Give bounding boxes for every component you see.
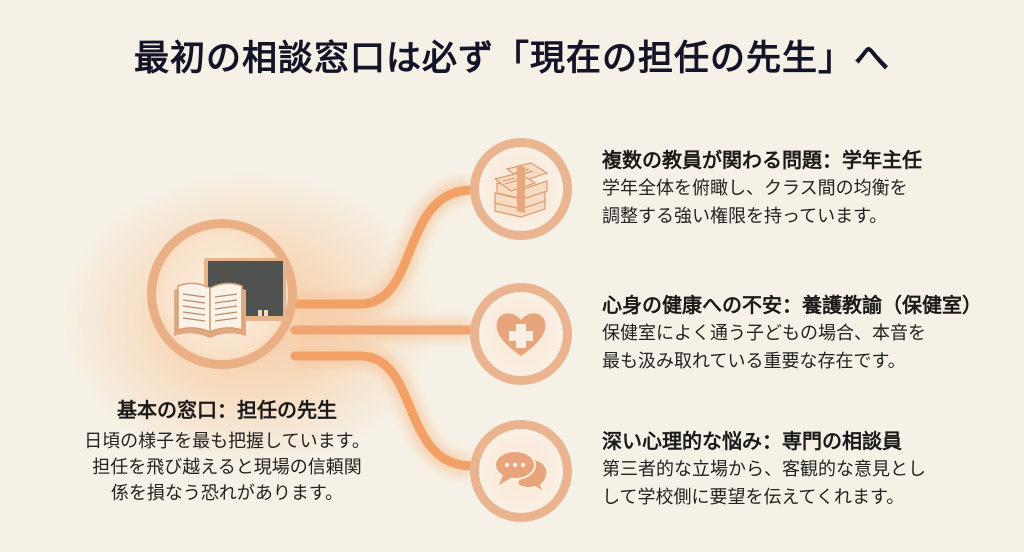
- grade-head-icon-circle: [470, 138, 572, 240]
- school-nurse-block: 心身の健康への不安：養護教諭（保健室） 保健室によく通う子どもの場合、本音を 最…: [602, 292, 982, 376]
- connector-to-counselor: [290, 351, 477, 471]
- school-nurse-heading: 心身の健康への不安：養護教諭（保健室）: [602, 293, 982, 317]
- homeroom-teacher-icon-circle: [147, 219, 297, 369]
- paper-stack-icon: [493, 162, 549, 218]
- heart-cross-icon: [496, 313, 546, 356]
- chat-bubbles-icon: [494, 450, 549, 496]
- grade-head-description: 学年全体を俯瞰し、クラス間の均衡を 調整する強い権限を持っています。: [602, 178, 908, 227]
- grade-head-block: 複数の教員が関わる問題：学年主任 学年全体を俯瞰し、クラス間の均衡を 調整する強…: [602, 147, 922, 231]
- counselor-heading: 深い心理的な悩み：専門の相談員: [602, 429, 902, 453]
- connector-to-grade-head: [290, 185, 477, 309]
- school-nurse-icon-circle: [470, 283, 572, 385]
- school-nurse-description: 保健室によく通う子どもの場合、本音を 最も汲み取れている重要な存在です。: [602, 323, 926, 372]
- chalkboard-book-icon: [174, 258, 288, 338]
- counselor-block: 深い心理的な悩み：専門の相談員 第三者的な立場から、客観的な意見とし して学校側…: [602, 428, 926, 512]
- homeroom-teacher-description: 日頃の様子を最も把握しています。 担任を飛び越えると現場の信頼関 係を損なう恐れ…: [84, 431, 370, 504]
- homeroom-teacher-block: 基本の窓口：担任の先生 日頃の様子を最も把握しています。 担任を飛び越えると現場…: [62, 397, 392, 507]
- grade-head-heading: 複数の教員が関わる問題：学年主任: [602, 148, 922, 172]
- counselor-description: 第三者的な立場から、客観的な意見とし して学校側に要望を伝えてくれます。: [602, 459, 926, 508]
- page-title: 最初の相談窓口は必ず「現在の担任の先生」へ: [133, 39, 890, 79]
- homeroom-teacher-heading: 基本の窓口：担任の先生: [117, 398, 337, 422]
- counselor-icon-circle: [470, 420, 572, 522]
